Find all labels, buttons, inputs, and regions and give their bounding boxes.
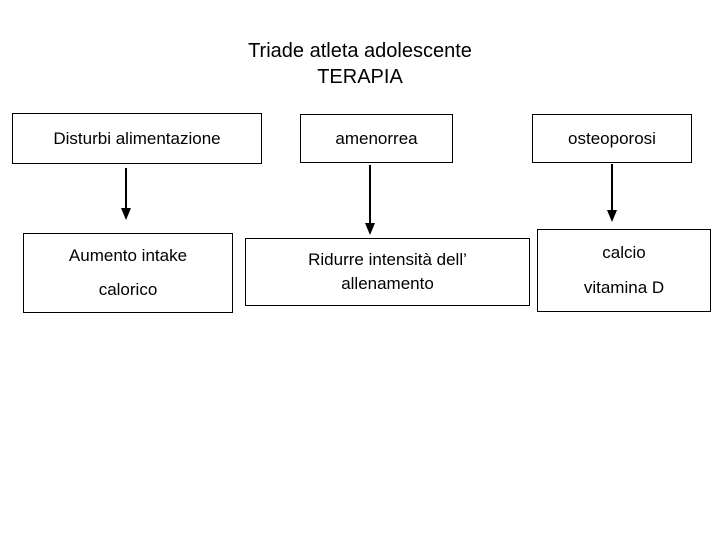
condition-label-amenorrhea: amenorrea xyxy=(335,128,418,148)
page-title-line-2: TERAPIA xyxy=(317,66,403,88)
treatment-box-caloric-intake: Aumento intake calorico xyxy=(23,233,233,313)
condition-label-eating-disorders: Disturbi alimentazione xyxy=(53,128,221,148)
treatment-label-reduce-training-line-1: Ridurre intensità dell’ xyxy=(308,250,467,269)
condition-box-osteoporosis: osteoporosi xyxy=(532,114,692,163)
down-arrow-icon xyxy=(607,164,617,222)
condition-box-eating-disorders: Disturbi alimentazione xyxy=(12,113,262,164)
treatment-box-reduce-training: Ridurre intensità dell’ allenamento xyxy=(245,238,530,306)
treatment-label-calcium: calcio xyxy=(602,243,646,263)
treatment-label-vitamin-d: vitamina D xyxy=(583,277,665,297)
condition-box-amenorrhea: amenorrea xyxy=(300,114,453,163)
page-title: Triade atleta adolescente TERAPIA xyxy=(0,38,720,90)
condition-label-osteoporosis: osteoporosi xyxy=(568,128,656,148)
treatment-label-caloric-intake-line-2: calorico xyxy=(98,279,158,299)
page-title-line-1: Triade atleta adolescente xyxy=(248,40,472,62)
treatment-box-calcium-vitamin-d: calcio vitamina D xyxy=(537,229,711,312)
treatment-label-reduce-training-line-2: allenamento xyxy=(341,274,434,293)
down-arrow-icon xyxy=(121,168,131,220)
down-arrow-icon xyxy=(365,165,375,235)
treatment-label-caloric-intake-line-1: Aumento intake xyxy=(68,246,188,266)
